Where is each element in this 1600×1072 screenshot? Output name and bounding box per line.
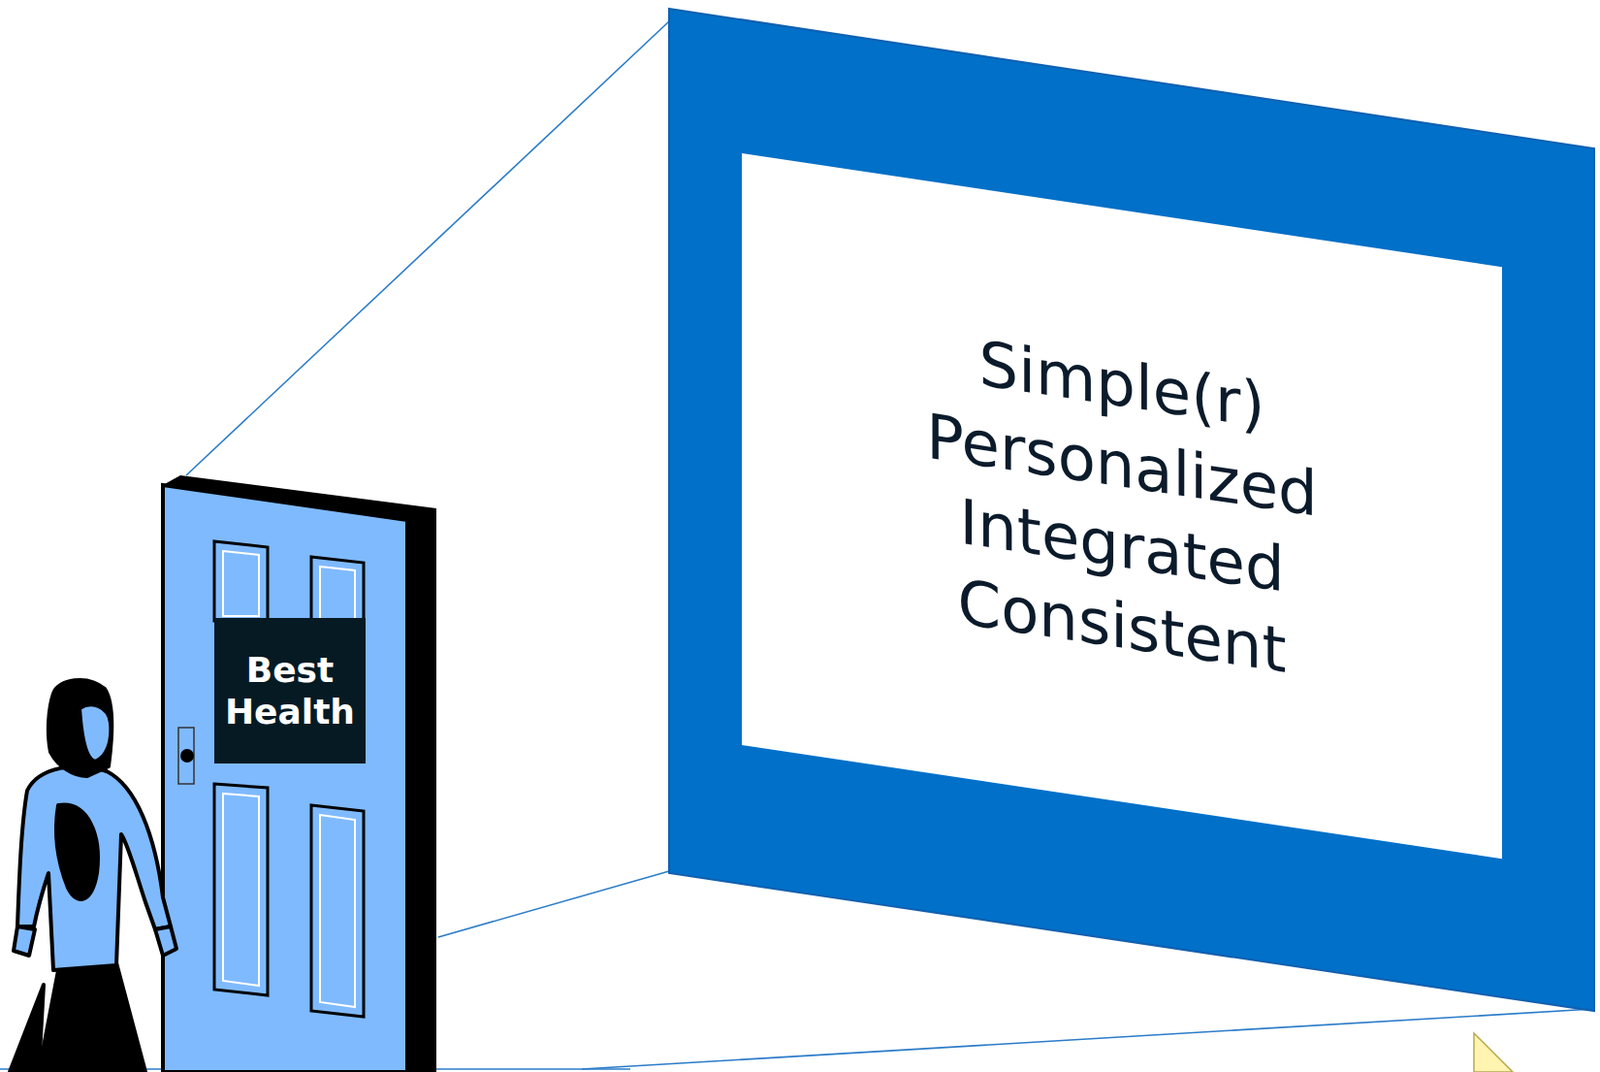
screen-panel: Simple(r)PersonalizedIntegratedConsisten… — [741, 153, 1503, 859]
screen-frame — [669, 8, 1595, 1011]
node-text: Best Health — [224, 648, 355, 733]
door-sign: Best Health — [214, 617, 366, 764]
person-figure — [9, 679, 177, 1072]
door — [162, 475, 437, 1072]
cursor-shape — [1473, 1032, 1513, 1072]
